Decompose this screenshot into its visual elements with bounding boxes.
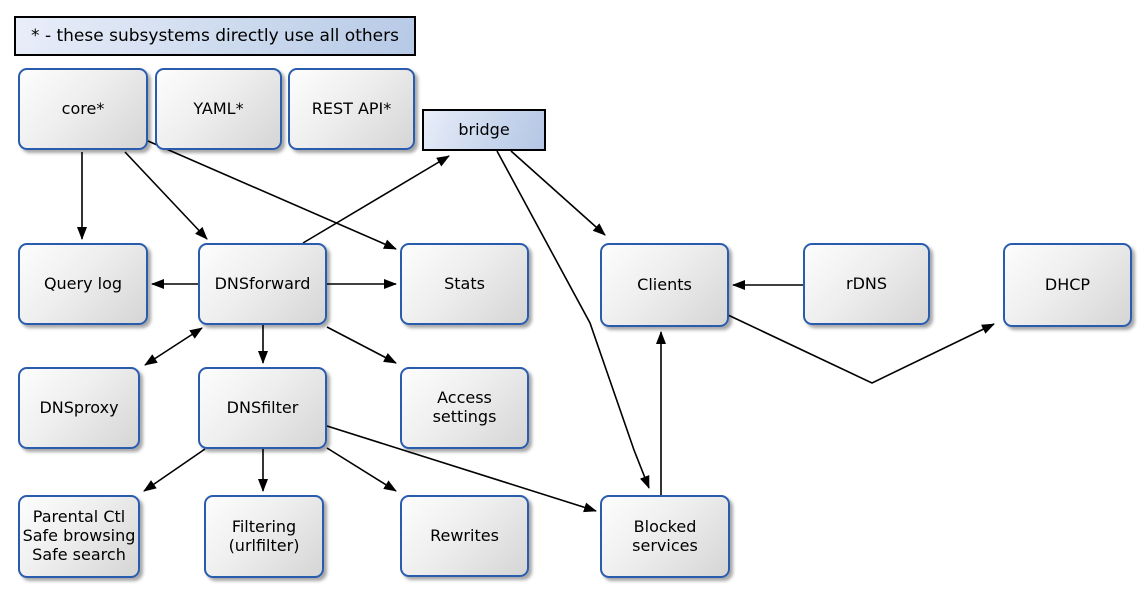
box-blocked-services: Blocked services [600, 495, 730, 578]
arrow-clients-to-dhcp [727, 314, 995, 384]
box-clients: Clients [600, 243, 729, 327]
arrow-dnsforward-to-access-settings [326, 326, 397, 364]
arrow-dnsfilter-to-blocked-services [326, 425, 597, 513]
box-dnsforward: DNSforward [198, 243, 327, 325]
box-dnsfilter: DNSfilter [198, 367, 327, 449]
arrow-dnsfilter-to-parental-ctl [143, 448, 206, 492]
box-rdns: rDNS [803, 243, 930, 325]
box-filtering: Filtering (urlfilter) [204, 495, 324, 578]
arrow-dnsforward-to-dnsproxy [144, 327, 203, 366]
box-parental-ctl: Parental Ctl Safe browsing Safe search [18, 495, 140, 578]
arrow-core-to-dnsforward [124, 151, 208, 240]
arrow-dnsforward-to-bridge [302, 155, 450, 244]
box-dnsproxy: DNSproxy [18, 367, 140, 449]
box-stats: Stats [400, 243, 529, 325]
legend-note: * - these subsystems directly use all ot… [14, 16, 416, 56]
box-access-settings: Access settings [400, 367, 529, 449]
arrow-dnsfilter-to-rewrites [326, 447, 397, 492]
box-rewrites: Rewrites [400, 495, 529, 577]
box-bridge: bridge [422, 109, 546, 151]
box-core: core* [18, 68, 148, 150]
box-yaml: YAML* [155, 68, 282, 150]
box-query-log: Query log [18, 243, 148, 325]
box-dhcp: DHCP [1003, 243, 1132, 327]
arrow-bridge-to-clients [510, 150, 606, 236]
arrow-bridge-to-blocked-services [496, 150, 650, 489]
arrow-core-to-stats [147, 140, 397, 250]
box-rest-api: REST API* [288, 68, 415, 150]
